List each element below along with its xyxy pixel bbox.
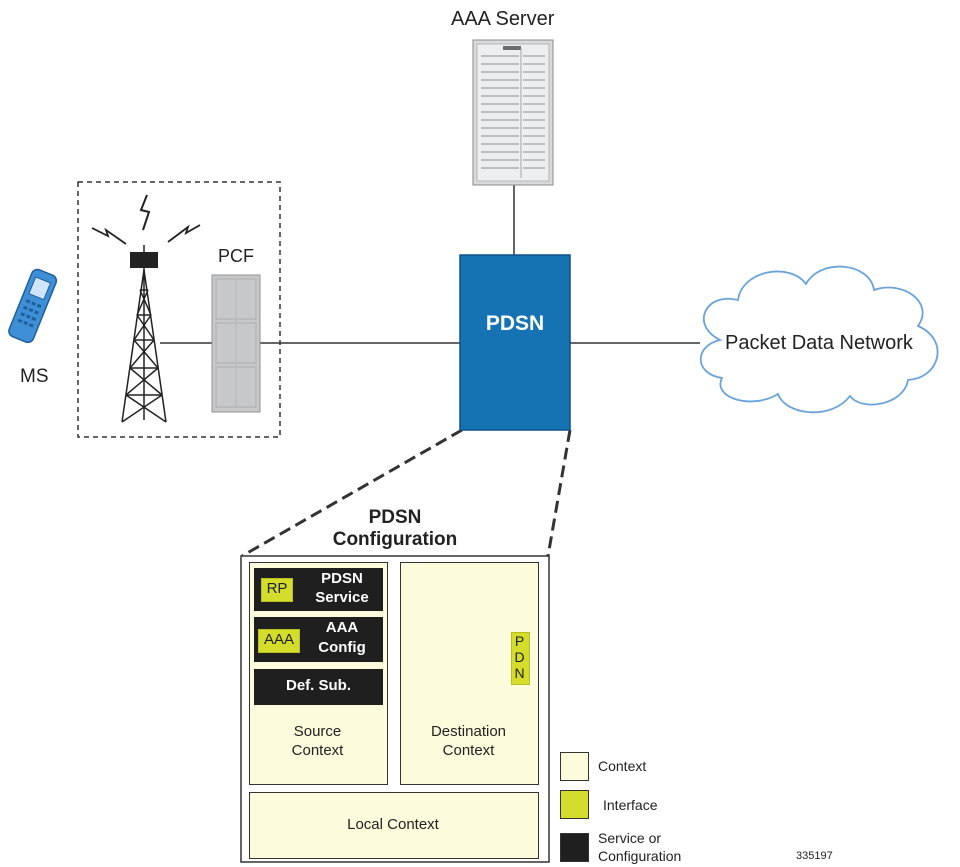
pcf-icon (211, 274, 261, 413)
figure-id: 335197 (796, 850, 833, 862)
legend-service-label-2: Configuration (598, 848, 682, 864)
packet-data-network-label: Packet Data Network (725, 332, 913, 354)
pdsn-node (459, 254, 571, 431)
rp-interface (261, 578, 293, 602)
aaa-interface (258, 629, 300, 653)
pdsn-label: PDSN (485, 312, 545, 335)
legend-service-label-1: Service or (598, 830, 662, 846)
aaa-config-label-1: AAA (325, 619, 359, 636)
default-subscriber-label: Def. Sub. (285, 677, 351, 694)
legend-interface-swatch (560, 790, 589, 819)
ms-label: MS (20, 366, 49, 387)
rp-interface-label: RP (266, 580, 288, 597)
pdn-interface-label: PDN (514, 633, 525, 681)
local-context (249, 792, 539, 859)
zoom-line-right (546, 429, 572, 557)
aaa-server-icon (472, 39, 554, 186)
local-context-label: Local Context (347, 816, 439, 833)
legend-interface-label: Interface (603, 797, 658, 813)
destination-context-label-1: Destination (430, 723, 507, 740)
pdsn-service-label-1: PDSN (321, 570, 363, 587)
pcf-label: PCF (218, 246, 254, 266)
cell-tower-icon (91, 194, 201, 423)
legend-service-swatch (560, 833, 589, 862)
aaa-server-label: AAA Server (451, 8, 555, 30)
pdn-interface (511, 632, 530, 685)
source-context-label-2: Context (291, 742, 344, 759)
legend-context-swatch (560, 752, 589, 781)
configuration-title-1: PDSN (368, 507, 422, 528)
configuration-title-2: Configuration (332, 529, 458, 550)
aaa-config-label-2: Config (318, 639, 366, 656)
zoom-line-left (241, 428, 463, 558)
aaa-interface-label: AAA (263, 631, 294, 648)
ran-boundary (77, 181, 281, 438)
legend-context-label: Context (598, 758, 647, 774)
pdsn-service-label-2: Service (315, 589, 369, 606)
mobile-phone-icon (8, 268, 58, 344)
source-context-label-1: Source (293, 723, 342, 740)
default-subscriber (254, 669, 383, 705)
packet-data-network-cloud (699, 265, 939, 414)
destination-context-label-2: Context (442, 742, 495, 759)
